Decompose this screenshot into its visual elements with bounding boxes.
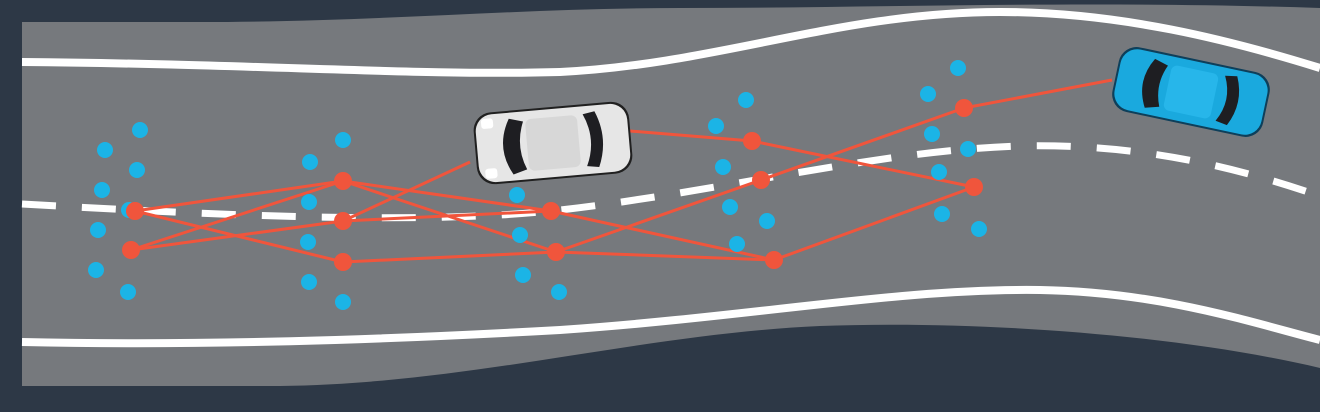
- graph-node: [743, 132, 761, 150]
- graph-node: [965, 178, 983, 196]
- sample-point: [729, 236, 745, 252]
- sample-point: [715, 159, 731, 175]
- sample-point: [931, 164, 947, 180]
- sample-point: [129, 162, 145, 178]
- sample-points: [88, 60, 987, 310]
- graph-node: [126, 202, 144, 220]
- graph-node: [752, 171, 770, 189]
- lane-dash-line: [21, 142, 1320, 222]
- graph-node: [765, 251, 783, 269]
- graph-node: [334, 253, 352, 271]
- ego-car: [473, 101, 633, 185]
- road-edge-line-bottom: [21, 285, 1320, 348]
- sample-point: [509, 187, 525, 203]
- sample-point: [515, 267, 531, 283]
- sample-point: [759, 213, 775, 229]
- sample-point: [971, 221, 987, 237]
- sample-point: [302, 154, 318, 170]
- sample-point: [94, 182, 110, 198]
- sample-point: [551, 284, 567, 300]
- sample-point: [924, 126, 940, 142]
- sample-point: [97, 142, 113, 158]
- sample-point: [335, 294, 351, 310]
- graph-node: [547, 243, 565, 261]
- sample-point: [960, 141, 976, 157]
- sample-point: [300, 234, 316, 250]
- planning-graph-nodes: [122, 99, 983, 271]
- sample-point: [88, 262, 104, 278]
- sample-point: [132, 122, 148, 138]
- sample-point: [722, 199, 738, 215]
- sample-point: [512, 227, 528, 243]
- sample-point: [301, 194, 317, 210]
- graph-node: [122, 241, 140, 259]
- sample-point: [934, 206, 950, 222]
- sample-point: [120, 284, 136, 300]
- graph-node: [334, 172, 352, 190]
- target-car: [1112, 47, 1270, 137]
- sample-point: [920, 86, 936, 102]
- road-edge-line-top: [21, 7, 1320, 77]
- sample-point: [738, 92, 754, 108]
- sample-point: [950, 60, 966, 76]
- sample-point: [301, 274, 317, 290]
- graph-node: [955, 99, 973, 117]
- sample-point: [335, 132, 351, 148]
- graph-node: [542, 202, 560, 220]
- sample-point: [708, 118, 724, 134]
- sample-point: [90, 222, 106, 238]
- graph-node: [334, 212, 352, 230]
